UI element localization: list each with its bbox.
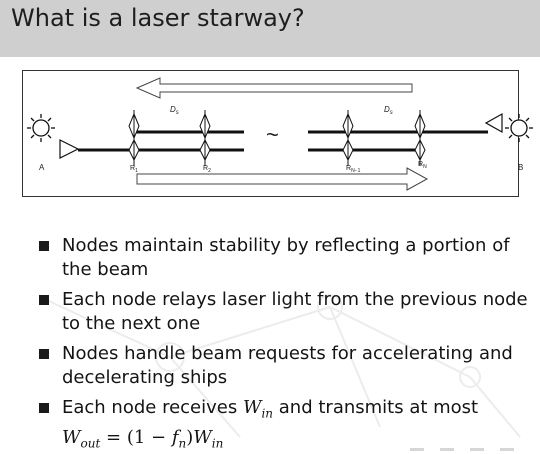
background-decoration xyxy=(39,294,521,451)
node-label: R xyxy=(346,165,351,172)
reflector-node-icon xyxy=(414,110,426,166)
node-label-sub: 1 xyxy=(135,168,138,174)
node-label: R xyxy=(130,165,135,172)
spacing-subscript: s xyxy=(390,110,393,116)
title-bar: What is a laser starway? xyxy=(0,0,540,57)
spacing-label: D xyxy=(384,105,390,114)
svg-text:R2: R2 xyxy=(203,165,211,174)
bullet-marker xyxy=(39,349,49,359)
w-out-formula: Wout xyxy=(62,426,101,451)
endpoint-label-a: A xyxy=(39,163,45,172)
bullet-item: Nodes maintain stability by reflecting a… xyxy=(36,234,536,282)
slide-title: What is a laser starway? xyxy=(11,4,305,32)
break-symbol: ~ xyxy=(266,122,279,147)
node-label-sub: N−1 xyxy=(351,168,361,174)
svg-text:Ds: Ds xyxy=(384,105,393,116)
svg-text:RN−1: RN−1 xyxy=(346,165,361,174)
spacing-label: D xyxy=(170,105,176,114)
emitter-a-icon xyxy=(59,139,80,159)
w-in-symbol: Win xyxy=(193,426,224,451)
endpoint-label-b: B xyxy=(518,163,523,172)
bullet-item: Each node relays laser light from the pr… xyxy=(36,288,536,336)
bullet-marker xyxy=(39,241,49,251)
f-symbol: fn xyxy=(171,426,187,451)
svg-text:Ds: Ds xyxy=(170,105,179,116)
bullet-text-suffix: and transmits at most xyxy=(273,397,479,418)
bullet-marker xyxy=(39,403,49,413)
bullet-text: Each node relays laser light from the pr… xyxy=(62,289,528,334)
reflector-node-icon xyxy=(199,110,211,166)
formula-equals: = (1 − xyxy=(100,426,172,448)
w-in-symbol: Win xyxy=(242,397,274,421)
node-label-sub: 2 xyxy=(208,168,211,174)
sun-icon xyxy=(27,114,55,142)
bullet-item: Nodes handle beam requests for accelerat… xyxy=(36,342,536,390)
bullet-text-prefix: Each node receives xyxy=(62,397,243,418)
emitter-b-icon xyxy=(484,112,503,134)
reflector-node-icon xyxy=(128,110,140,166)
laser-starway-diagram: ~ Ds Ds R1 R2 RN−1 RN A B xyxy=(22,70,533,197)
reflector-node-icon xyxy=(342,110,354,166)
sun-icon xyxy=(505,114,533,142)
bullet-list: Nodes maintain stability by reflecting a… xyxy=(36,234,536,454)
node-label-sub: N xyxy=(423,164,427,170)
bullet-text: Nodes handle beam requests for accelerat… xyxy=(62,343,513,388)
spacing-subscript: s xyxy=(176,110,179,116)
node-label: R xyxy=(418,161,423,168)
node-label: R xyxy=(203,165,208,172)
right-arrow xyxy=(136,167,429,191)
bullet-marker xyxy=(39,295,49,305)
bullet-text: Nodes maintain stability by reflecting a… xyxy=(62,235,510,280)
left-arrow xyxy=(135,77,413,99)
bullet-item: Each node receives Win and transmits at … xyxy=(36,396,536,454)
formula-close: ) xyxy=(186,426,194,448)
svg-text:R1: R1 xyxy=(130,165,138,174)
svg-text:RN: RN xyxy=(418,161,427,170)
